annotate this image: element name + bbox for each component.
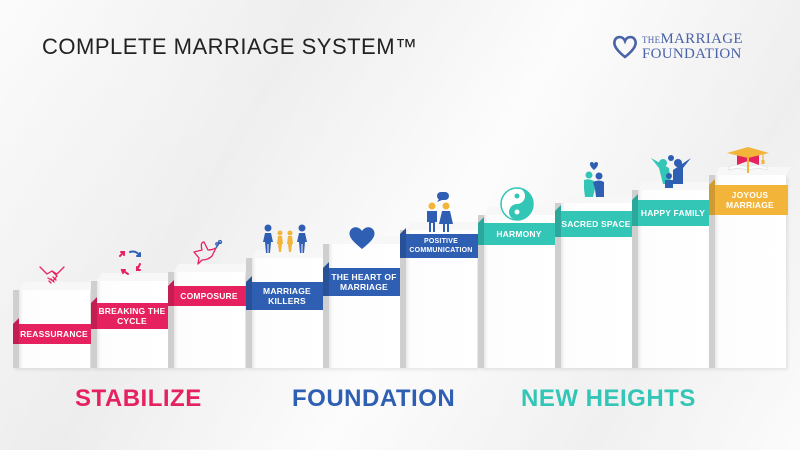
step-banner: MARRIAGE KILLERS bbox=[249, 282, 325, 310]
phase-stabilize: STABILIZE bbox=[75, 385, 202, 412]
step-banner: JOYOUS MARRIAGE bbox=[712, 185, 788, 215]
logo-foundation: FOUNDATION bbox=[642, 46, 742, 62]
family-figures-icon bbox=[262, 224, 307, 253]
step-banner: REASSURANCE bbox=[16, 324, 92, 344]
step-banner: SACRED SPACE bbox=[558, 211, 634, 237]
logo-marriage: MARRIAGE bbox=[660, 31, 743, 47]
marriage-foundation-logo: THEMARRIAGE FOUNDATION bbox=[612, 31, 743, 62]
step-banner: HAPPY FAMILY bbox=[635, 200, 711, 226]
heart-icon bbox=[349, 227, 374, 249]
step-banner: POSITIVE COMMUNICATION bbox=[403, 234, 479, 258]
step-happy-family: HAPPY FAMILY bbox=[632, 155, 714, 368]
step-positive-communication: POSITIVE COMMUNICATION bbox=[400, 192, 482, 368]
step-the-heart-of-marriage: THE HEART OF MARRIAGE bbox=[323, 227, 405, 368]
cycle-arrows-icon bbox=[118, 250, 141, 275]
couple-talking-icon bbox=[426, 192, 453, 232]
hug-heart-icon bbox=[583, 162, 604, 197]
step-banner: HARMONY bbox=[481, 223, 557, 245]
step-banner: THE HEART OF MARRIAGE bbox=[326, 268, 402, 296]
step-banner: BREAKING THE CYCLE bbox=[94, 303, 170, 329]
phase-foundation: FOUNDATION bbox=[292, 385, 456, 412]
step-harmony: HARMONY bbox=[478, 187, 560, 368]
graduation-cap-icon bbox=[726, 147, 769, 173]
step-joyous-marriage: JOYOUS MARRIAGE bbox=[709, 147, 791, 368]
heart-outline-icon bbox=[613, 35, 637, 59]
step-composure: COMPOSURE bbox=[168, 239, 250, 368]
page-title: COMPLETE MARRIAGE SYSTEM™ bbox=[42, 34, 418, 59]
happy-family-icon bbox=[650, 155, 691, 188]
step-sacred-space: SACRED SPACE bbox=[555, 162, 637, 368]
step-reassurance: REASSURANCE bbox=[13, 266, 95, 368]
step-banner: COMPOSURE bbox=[171, 286, 247, 306]
logo-the: THE bbox=[642, 35, 661, 45]
phase-new-heights: NEW HEIGHTS bbox=[521, 385, 696, 412]
yin-yang-icon bbox=[499, 187, 534, 221]
dove-icon bbox=[192, 239, 222, 265]
step-marriage-killers: MARRIAGE KILLERS bbox=[246, 224, 328, 368]
step-breaking-the-cycle: BREAKING THE CYCLE bbox=[91, 250, 173, 368]
handshake-icon bbox=[38, 266, 65, 284]
